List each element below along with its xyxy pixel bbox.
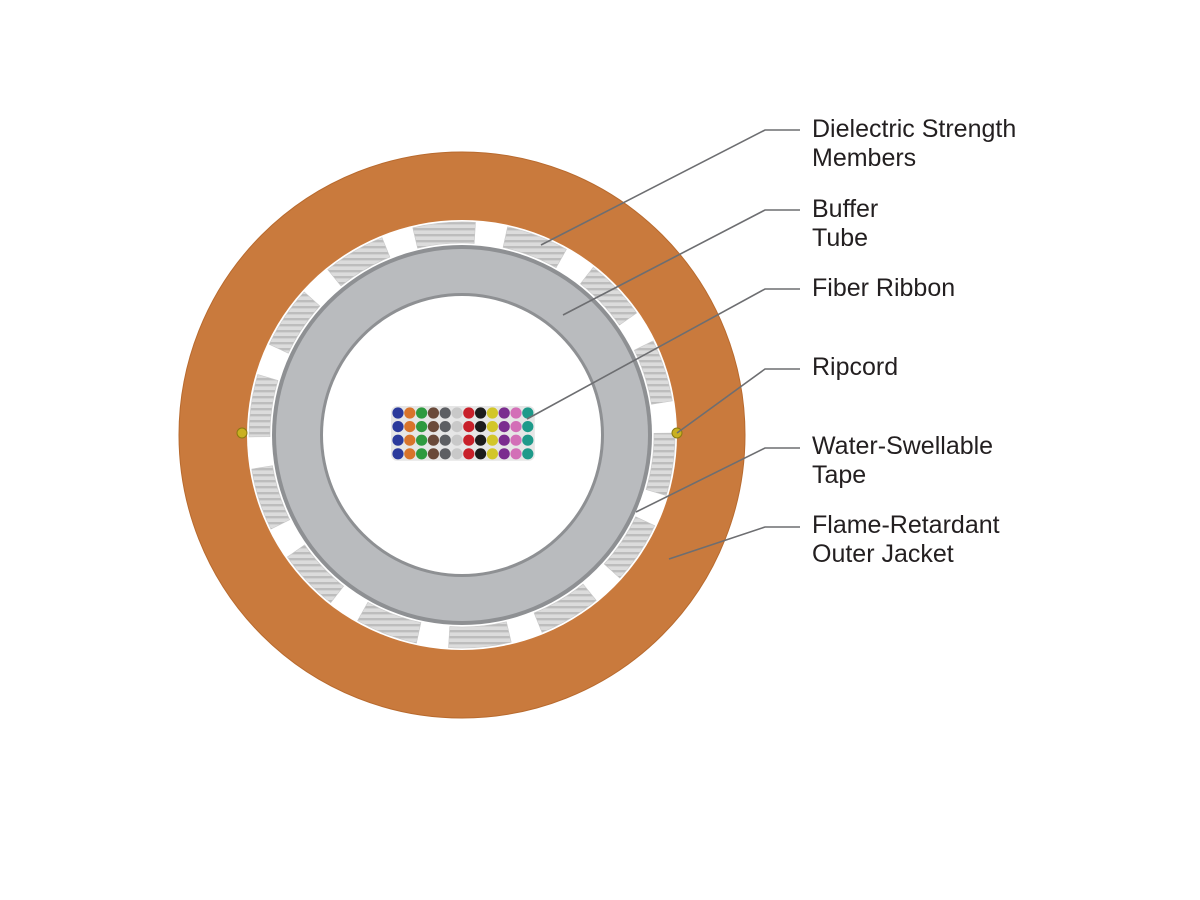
strength-member-segment xyxy=(412,221,476,249)
label-line: Dielectric Strength xyxy=(812,115,1016,143)
strength-member-segment xyxy=(286,544,345,604)
optical-fiber xyxy=(392,448,404,460)
optical-fiber xyxy=(463,421,475,433)
fiber-ribbon-matrix xyxy=(391,406,535,461)
optical-fiber xyxy=(486,421,498,433)
strength-member-segment xyxy=(268,291,321,354)
optical-fiber xyxy=(451,448,463,460)
optical-fiber xyxy=(392,407,404,419)
optical-fiber xyxy=(416,407,428,419)
optical-fiber xyxy=(451,421,463,433)
label-line: Tube xyxy=(812,224,868,252)
optical-fiber xyxy=(427,421,439,433)
label-line: Buffer xyxy=(812,195,878,223)
strength-member-segment xyxy=(579,266,638,326)
optical-fiber xyxy=(498,434,510,446)
optical-fiber xyxy=(416,421,428,433)
strength-member-segment xyxy=(448,621,512,649)
optical-fiber xyxy=(486,434,498,446)
label-fiber-ribbon: Fiber Ribbon xyxy=(812,274,955,302)
optical-fiber xyxy=(522,448,534,460)
optical-fiber xyxy=(439,448,451,460)
optical-fiber xyxy=(404,434,416,446)
dielectric-strength-members xyxy=(248,221,676,649)
optical-fiber xyxy=(498,421,510,433)
strength-member-segment xyxy=(251,465,291,530)
optical-fiber xyxy=(486,448,498,460)
optical-fiber xyxy=(510,421,522,433)
label-flame-retardant-outer-jacket: Flame-Retardant Outer Jacket xyxy=(812,511,1007,568)
optical-fiber xyxy=(416,448,428,460)
strength-member-segment xyxy=(603,516,656,579)
optical-fiber xyxy=(427,434,439,446)
optical-fiber xyxy=(475,421,487,433)
optical-fiber xyxy=(463,434,475,446)
optical-fiber xyxy=(475,407,487,419)
optical-fiber xyxy=(510,434,522,446)
fiber-ribbon-stack xyxy=(391,406,535,461)
label-line: Ripcord xyxy=(812,353,898,381)
label-ripcord: Ripcord xyxy=(812,353,898,381)
optical-fiber xyxy=(463,407,475,419)
label-line: Tape xyxy=(812,461,866,489)
strength-member-segment xyxy=(645,432,676,496)
optical-fiber xyxy=(463,448,475,460)
strength-member-segment xyxy=(502,226,567,269)
optical-fiber xyxy=(404,421,416,433)
optical-fiber xyxy=(427,448,439,460)
leader-line-fiber-ribbon xyxy=(526,288,800,420)
label-line: Water-Swellable xyxy=(812,432,993,460)
strength-member-segment xyxy=(357,601,422,644)
optical-fiber xyxy=(475,434,487,446)
optical-fiber xyxy=(451,407,463,419)
label-line: Flame-Retardant xyxy=(812,511,1000,539)
optical-fiber xyxy=(439,434,451,446)
label-dielectric-strength-members: Dielectric Strength Members xyxy=(812,115,1023,172)
optical-fiber xyxy=(439,407,451,419)
strength-member-segment xyxy=(327,237,391,287)
optical-fiber xyxy=(475,448,487,460)
ripcord-left xyxy=(236,427,248,439)
leader-line-buffer-tube xyxy=(562,209,800,316)
optical-fiber xyxy=(439,421,451,433)
leader-line-water-swellable-tape xyxy=(635,447,800,513)
label-line: Fiber Ribbon xyxy=(812,274,955,302)
leader-lines xyxy=(526,129,800,560)
optical-fiber xyxy=(498,448,510,460)
optical-fiber xyxy=(404,448,416,460)
optical-fiber xyxy=(392,421,404,433)
optical-fiber xyxy=(522,434,534,446)
optical-fiber xyxy=(498,407,510,419)
optical-fiber xyxy=(404,407,416,419)
optical-fiber xyxy=(510,407,522,419)
optical-fiber xyxy=(392,434,404,446)
leader-line-ripcord xyxy=(676,368,800,434)
optical-fiber xyxy=(522,407,534,419)
label-line: Members xyxy=(812,144,916,172)
optical-fiber xyxy=(427,407,439,419)
optical-fiber xyxy=(451,434,463,446)
label-water-swellable-tape: Water-Swellable Tape xyxy=(812,432,1000,489)
leader-line-dielectric-strength-members xyxy=(540,129,800,246)
label-line: Outer Jacket xyxy=(812,540,954,568)
optical-fiber xyxy=(486,407,498,419)
strength-member-segment xyxy=(248,374,279,438)
optical-fiber xyxy=(510,448,522,460)
optical-fiber xyxy=(416,434,428,446)
label-buffer-tube: Buffer Tube xyxy=(812,195,885,252)
strength-member-segment xyxy=(533,583,597,633)
optical-fiber xyxy=(522,421,534,433)
leader-line-flame-retardant-outer-jacket xyxy=(668,526,800,560)
